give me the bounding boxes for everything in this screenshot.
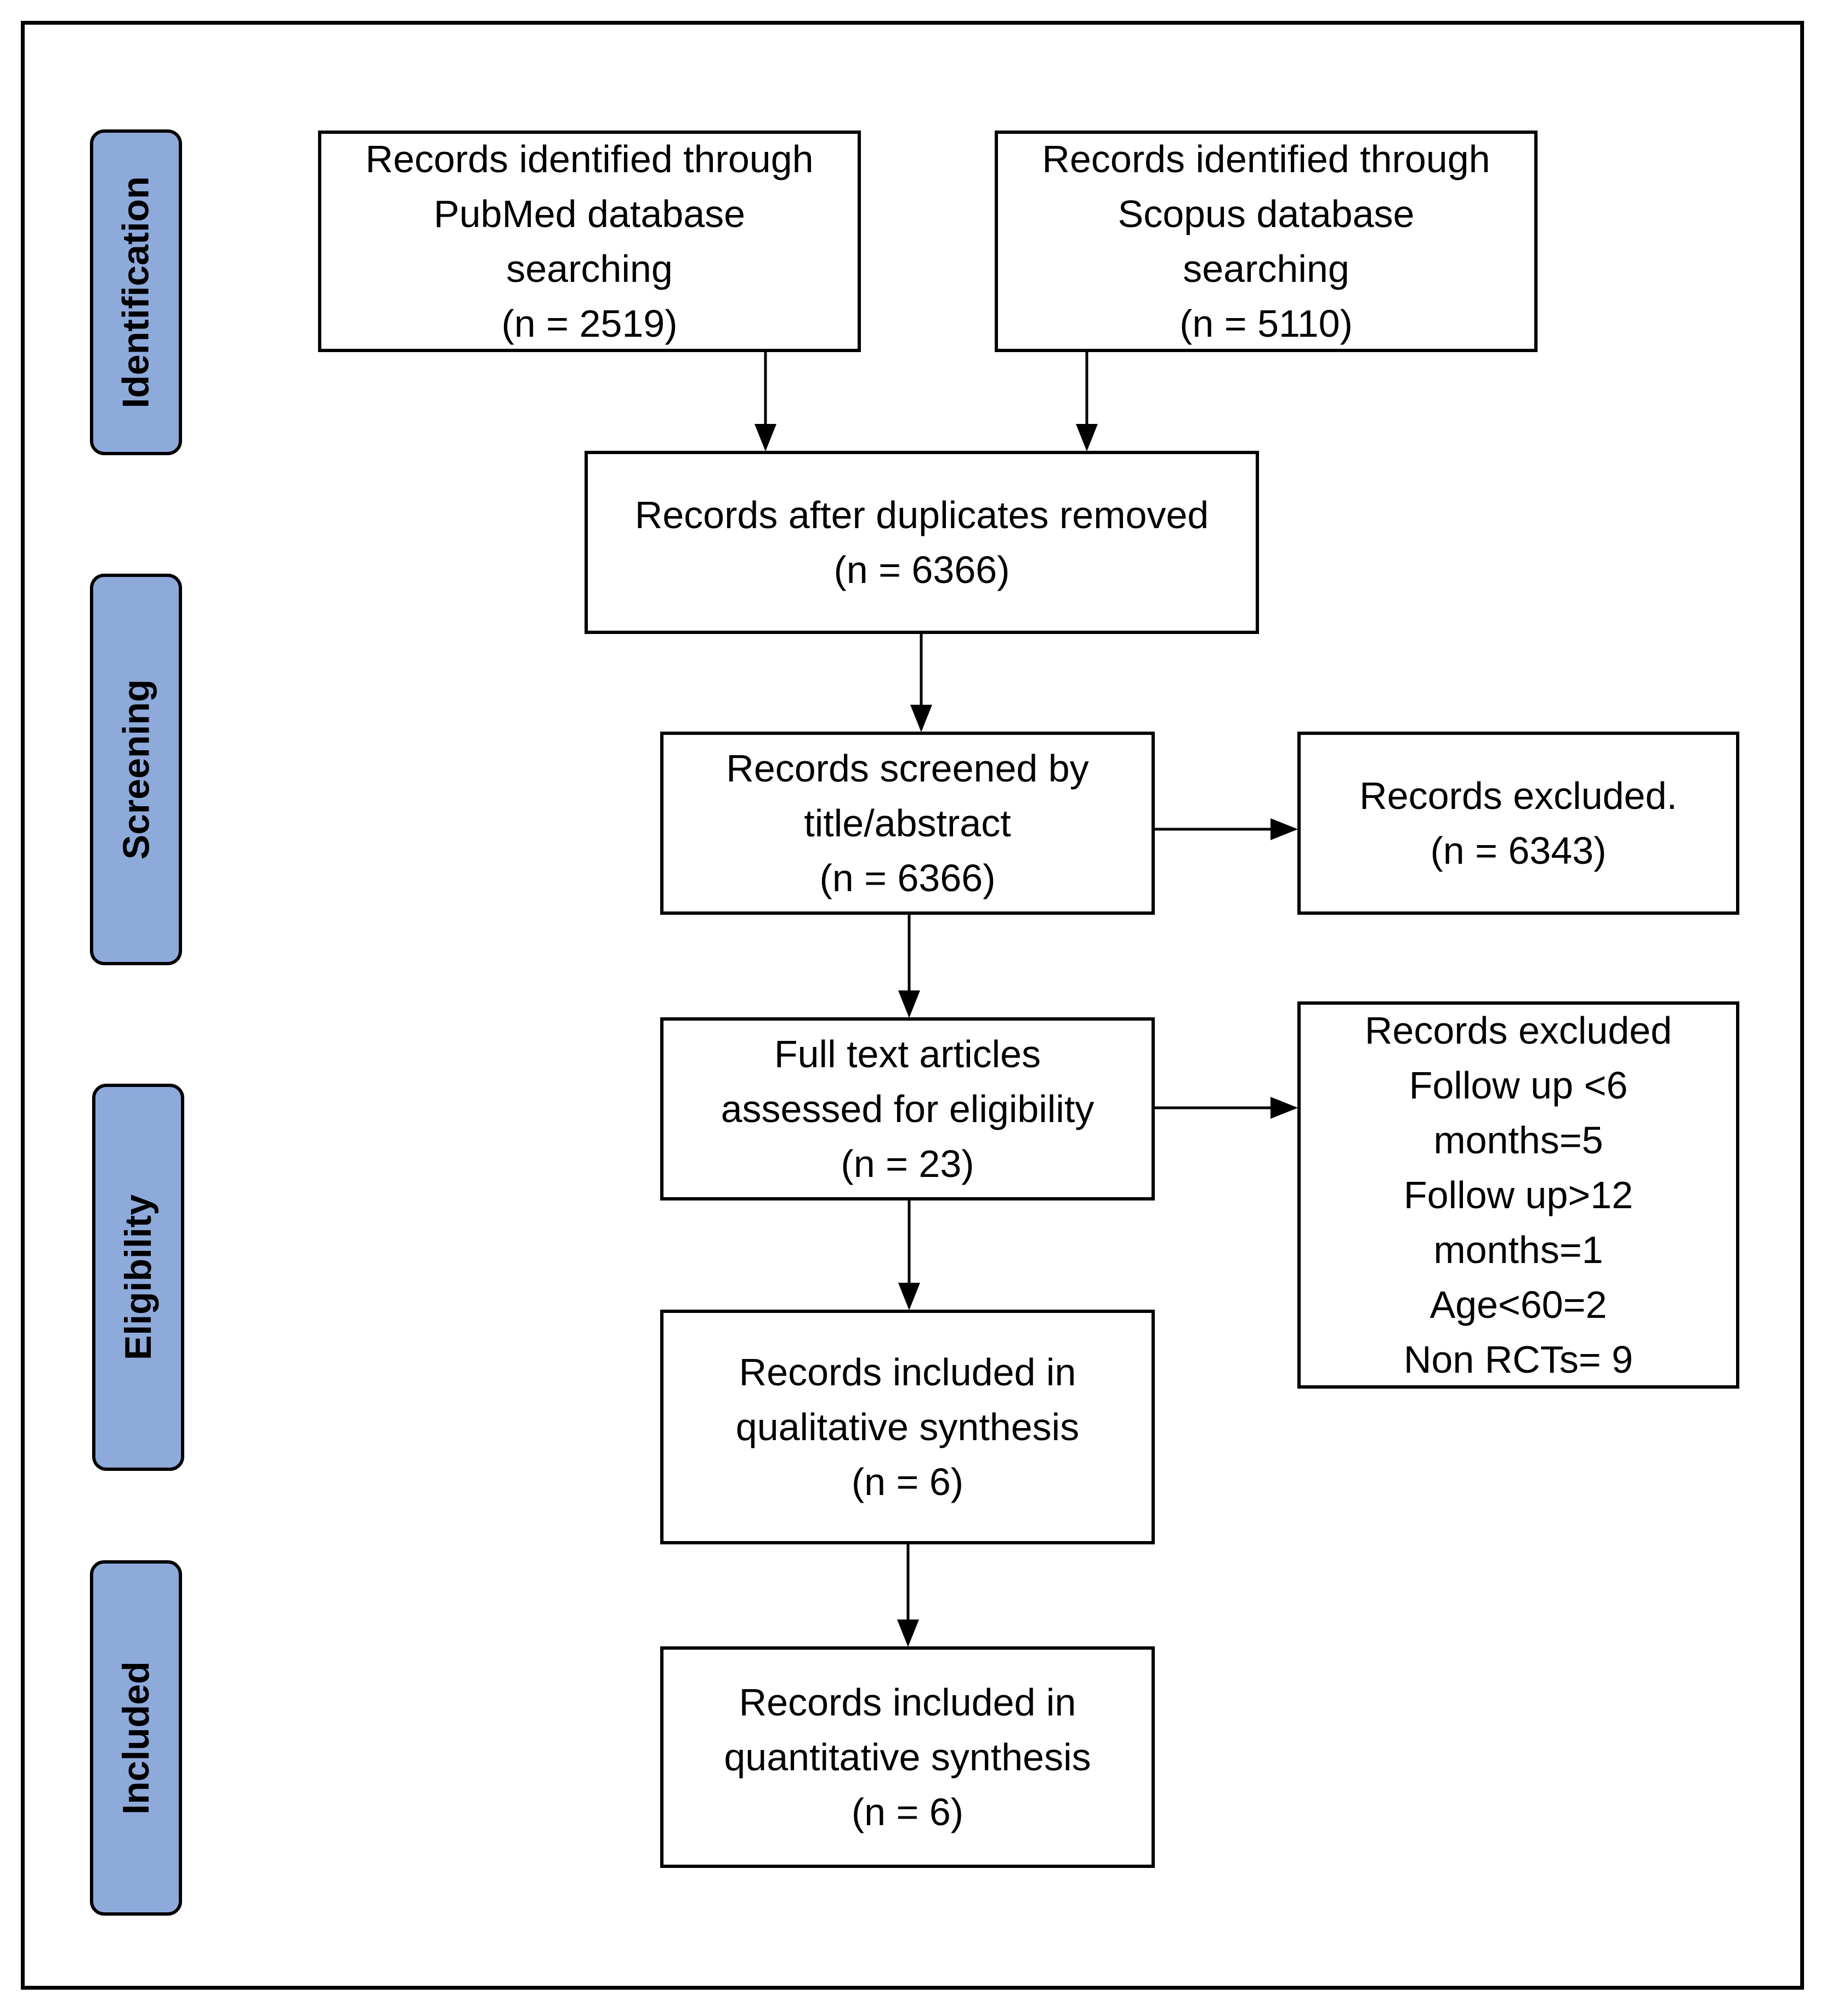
screened-line-1: Records screened by [726,747,1089,790]
scopus-count: (n = 5110) [1179,302,1353,345]
fulltext-count: (n = 23) [841,1142,974,1185]
dedup-line-1: Records after duplicates removed [634,494,1209,536]
excluded-screening-box: Records excluded. (n = 6343) [1297,732,1739,915]
stage-screening: Screening [90,574,182,965]
excluded-screening-count: (n = 6343) [1430,829,1607,872]
excluded-fulltext-line-7: Non RCTs= 9 [1403,1338,1634,1381]
excluded-fulltext-line-4: Follow up>12 [1403,1174,1634,1216]
pubmed-line-3: searching [506,247,673,290]
fulltext-assessed-box: Full text articles assessed for eligibil… [660,1017,1155,1200]
qualitative-synthesis-box: Records included in qualitative synthesi… [660,1310,1155,1544]
quantitative-line-2: quantitative synthesis [724,1736,1091,1779]
fulltext-line-2: assessed for eligibility [721,1088,1094,1130]
qualitative-line-1: Records included in [739,1351,1076,1394]
excluded-fulltext-line-2: Follow up <6 [1409,1064,1628,1107]
scopus-line-2: Scopus database [1118,192,1415,235]
screened-count: (n = 6366) [819,857,996,899]
pubmed-line-1: Records identified through [365,138,814,180]
stage-identification: Identification [90,129,182,455]
excluded-fulltext-line-3: months=5 [1433,1119,1603,1162]
excluded-fulltext-line-6: Age<60=2 [1430,1283,1607,1326]
screened-records-box: Records screened by title/abstract (n = … [660,732,1155,915]
quantitative-synthesis-box: Records included in quantitative synthes… [660,1646,1155,1868]
stage-eligibility: Eligibility [92,1084,184,1471]
excluded-fulltext-line-5: months=1 [1433,1228,1603,1271]
quantitative-count: (n = 6) [851,1791,964,1833]
fulltext-line-1: Full text articles [774,1033,1041,1075]
stage-included: Included [90,1560,182,1916]
pubmed-line-2: PubMed database [433,192,746,235]
dedup-records-box: Records after duplicates removed (n = 63… [585,451,1259,634]
qualitative-line-2: qualitative synthesis [735,1406,1080,1448]
diagram-frame [21,21,1804,1990]
quantitative-line-1: Records included in [739,1681,1076,1724]
qualitative-count: (n = 6) [851,1460,964,1503]
excluded-fulltext-box: Records excluded Follow up <6 months=5 F… [1297,1001,1739,1389]
scopus-line-1: Records identified through [1042,138,1490,180]
scopus-line-3: searching [1183,247,1349,290]
dedup-count: (n = 6366) [833,548,1010,591]
scopus-records-box: Records identified through Scopus databa… [995,131,1538,352]
pubmed-count: (n = 2519) [501,302,678,345]
screened-line-2: title/abstract [804,802,1011,845]
excluded-fulltext-line-1: Records excluded [1364,1009,1672,1052]
excluded-screening-line-1: Records excluded. [1359,774,1677,817]
pubmed-records-box: Records identified through PubMed databa… [318,131,861,352]
